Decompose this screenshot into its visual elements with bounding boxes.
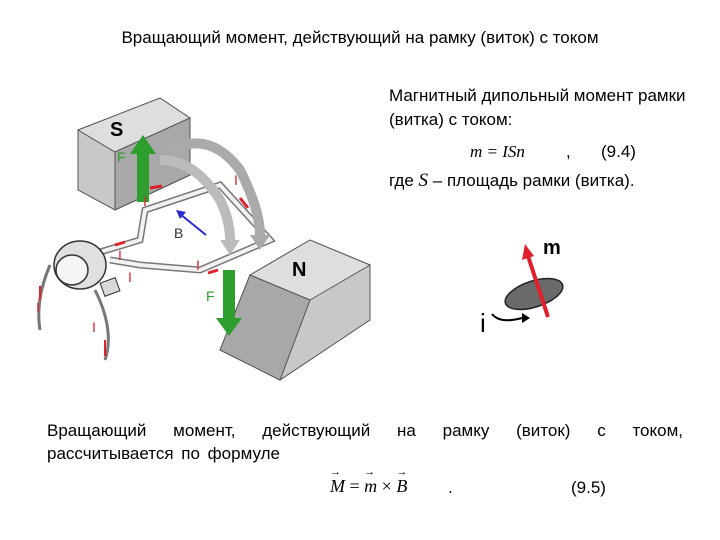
moment-label: m	[543, 237, 561, 259]
current-loop-figure: S N F F B I I I I I I I	[36, 97, 372, 381]
force-arrow-bottom	[216, 270, 242, 336]
rotation-arrowhead-right	[250, 235, 270, 250]
current-loop	[88, 180, 276, 274]
current-arrow-1	[238, 197, 250, 209]
cross-product-sign: ×	[381, 476, 392, 496]
page-title: Вращающий момент, действующий на рамку (…	[121, 28, 599, 47]
field-arrow	[179, 213, 207, 236]
field-symbol: B	[396, 466, 407, 497]
current-label-3: I	[118, 247, 122, 263]
dipole-formula: m = ISn	[470, 142, 525, 161]
current-label-6: I	[36, 299, 40, 315]
current-label-1: I	[234, 172, 238, 188]
torque-paragraph: Вращающий момент, действующий на рамку (…	[47, 421, 683, 463]
equals-sign: =	[349, 476, 360, 496]
force-label-top: F	[117, 149, 126, 165]
current-symbol: i	[480, 308, 486, 337]
current-direction-arrow	[491, 313, 523, 322]
rotation-arrowhead-left	[220, 240, 240, 255]
force-label-bottom: F	[206, 288, 215, 304]
south-label: S	[110, 119, 123, 141]
current-arrow-2	[149, 184, 163, 190]
north-magnet	[219, 239, 372, 381]
dipole-moment-text: Магнитный дипольный момент рамки (витка)…	[389, 86, 686, 129]
field-label: B	[174, 225, 183, 241]
rotation-arrow-left	[159, 155, 235, 241]
formula-dot: .	[448, 478, 453, 497]
commutator	[53, 240, 121, 297]
current-label-5: I	[196, 257, 200, 273]
north-label: N	[292, 259, 306, 281]
moment-arrow	[526, 255, 550, 318]
torque-symbol: M	[330, 466, 345, 497]
current-direction-arrowhead	[522, 313, 530, 323]
rotation-arrow-right	[167, 138, 265, 236]
field-arrowhead	[176, 210, 186, 219]
current-arrow-4	[207, 268, 219, 275]
current-label-2: I	[143, 193, 147, 209]
dipole-formula-comma: ,	[566, 142, 571, 161]
equation-number-9-5: (9.5)	[571, 478, 606, 497]
lead-right	[93, 289, 110, 361]
area-definition: где S – площадь рамки (витка).	[389, 170, 635, 192]
dipole-moment-figure: m i	[480, 237, 564, 337]
equation-number-9-4: (9.4)	[601, 142, 636, 161]
moment-arrowhead	[522, 244, 534, 260]
where-suffix: – площадь рамки (витка).	[432, 171, 635, 190]
current-label-4: I	[128, 269, 132, 285]
torque-formula: M = m × B	[330, 466, 407, 497]
force-arrow-top	[130, 135, 156, 202]
where-prefix: где	[389, 171, 414, 190]
moment-symbol: m	[364, 466, 377, 497]
loop-disk	[504, 277, 564, 311]
area-symbol: S	[418, 170, 429, 191]
current-arrow-3	[114, 240, 126, 247]
current-label-7: I	[92, 319, 96, 335]
